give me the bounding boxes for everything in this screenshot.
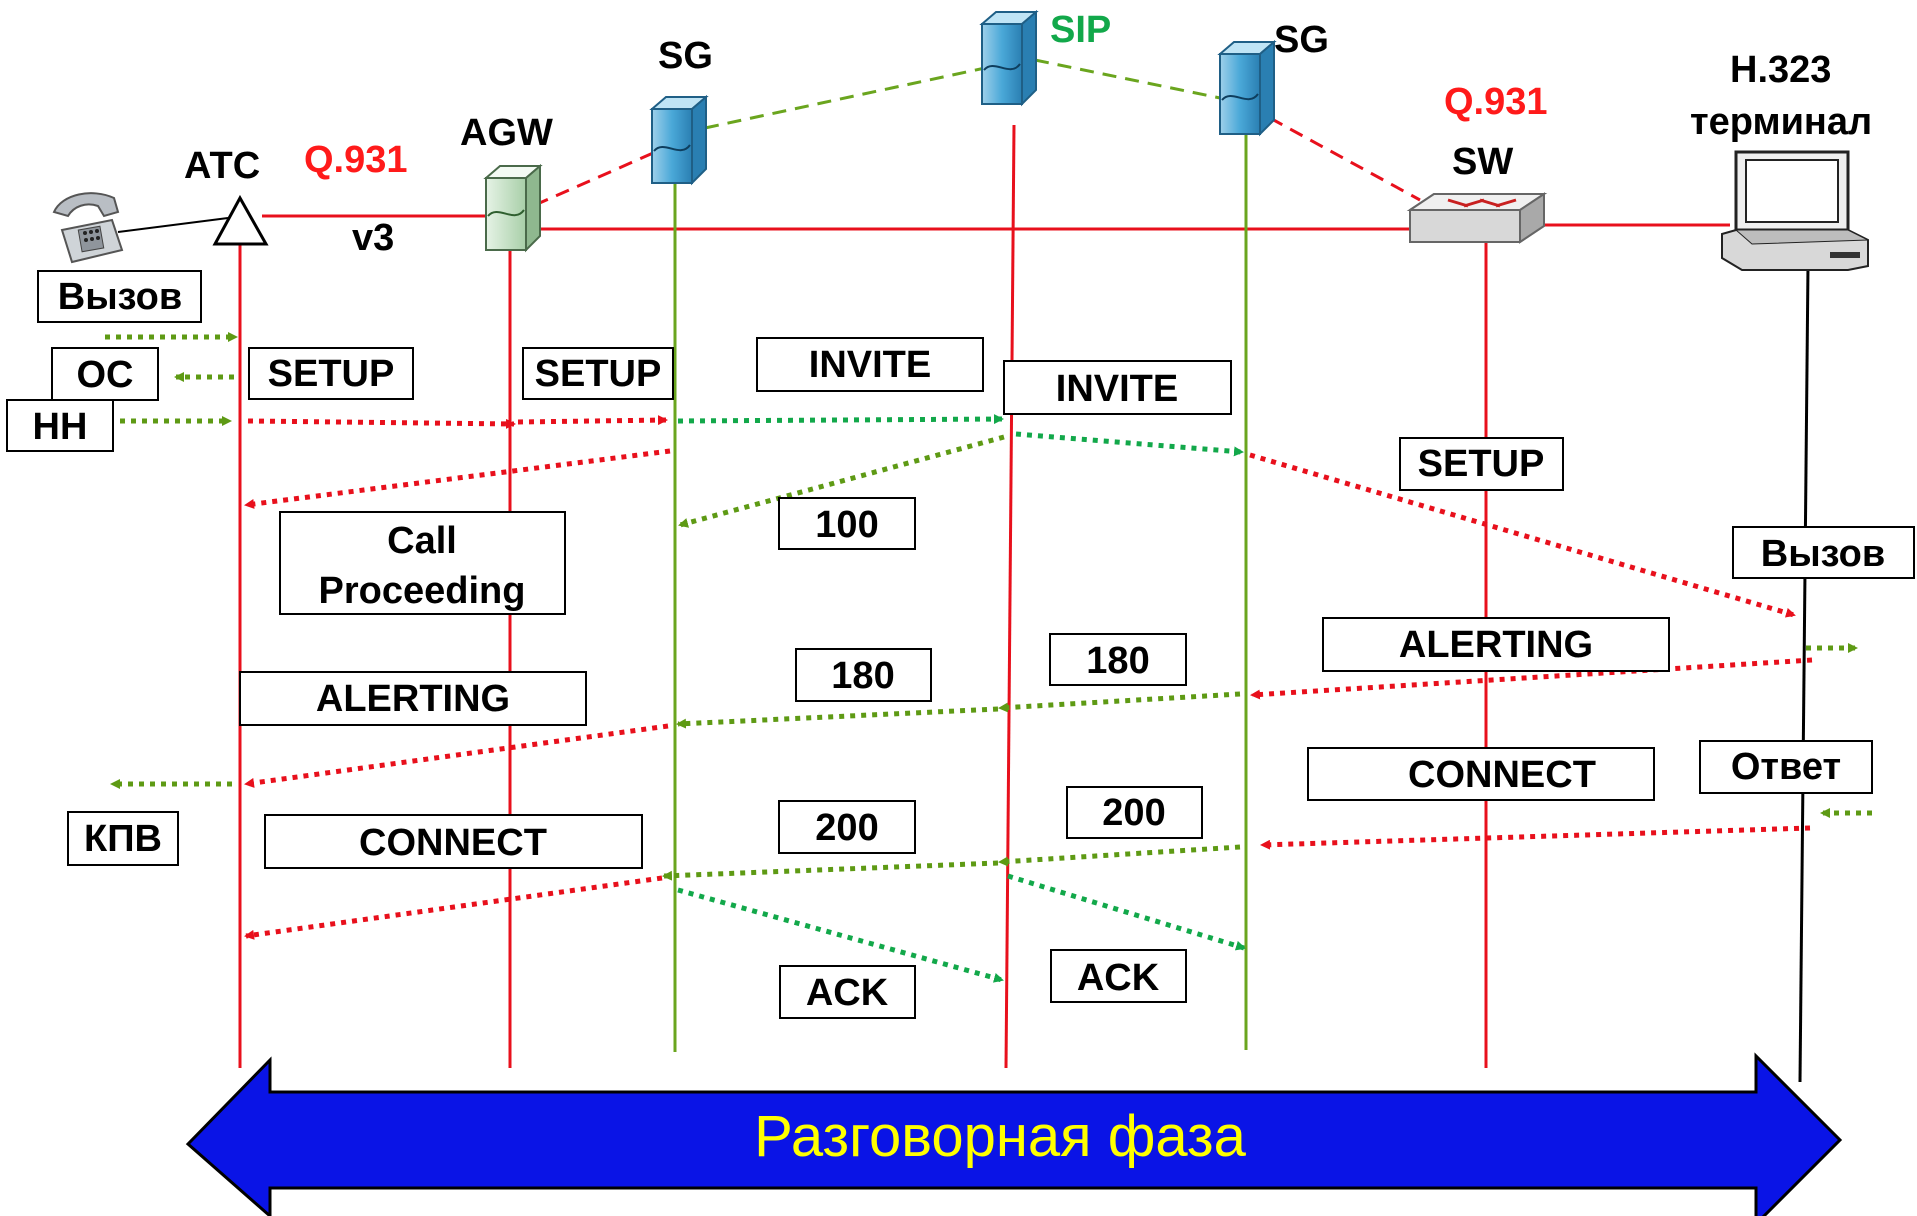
msg-oc: ОС: [77, 354, 134, 396]
arrow-connect-terminal-sg: [1260, 825, 1811, 850]
msg-kpv: КПВ: [84, 818, 162, 860]
box-ack-1: [779, 965, 916, 1019]
phase-label: Разговорная фаза: [754, 1104, 1246, 1169]
box-connect-sw: [1307, 747, 1655, 801]
box-180-a: [795, 648, 932, 702]
msg-answer: Ответ: [1731, 746, 1841, 788]
sip-server-icon: [979, 9, 1039, 107]
sg-sip-dashed: [704, 66, 986, 130]
arrow-180-sg-sip: [998, 691, 1241, 713]
box-alerting-sw: [1322, 617, 1670, 672]
sip-sg-dashed: [1034, 58, 1231, 102]
connection-lines: [117, 58, 1730, 233]
arrow-connect-sg-atc: [244, 875, 663, 940]
arrow-invite-sg-sip: [677, 414, 1004, 425]
msg-nn: НН: [33, 406, 88, 448]
node-atc-label: АТС: [184, 145, 260, 187]
arrow-call-proceeding: [244, 448, 671, 509]
msg-connect-sw: CONNECT: [1408, 754, 1596, 796]
phone-cord: [117, 217, 229, 233]
box-setup-agw: [522, 347, 674, 400]
box-kpv: [67, 811, 179, 866]
phase-double-arrow: [185, 1052, 1843, 1216]
msg-ack-1: ACK: [806, 972, 889, 1014]
msg-200-b: 200: [1102, 792, 1165, 834]
box-connect-atc: [264, 814, 643, 869]
msg-connect-atc: CONNECT: [359, 822, 547, 864]
msg-180-b: 180: [1086, 640, 1149, 682]
h323-terminal-icon: [1721, 150, 1869, 271]
message-arrows: [98, 332, 1872, 983]
arrow-180-sip-sg: [676, 706, 999, 729]
switch-icon: [1406, 192, 1548, 244]
message-labels: Вызов ОС НН SETUP SETUP INVITE INVITE SE…: [33, 276, 1886, 1014]
box-call-left: [37, 270, 202, 323]
box-setup-sw: [1399, 437, 1564, 491]
link-v3: v3: [352, 217, 394, 259]
box-setup-atc: [248, 347, 414, 400]
box-200-a: [778, 800, 916, 854]
signaling-gateway-icon-right: [1217, 39, 1277, 137]
node-sg-right-label: SG: [1274, 19, 1329, 61]
box-180-b: [1049, 633, 1187, 686]
box-answer: [1699, 740, 1873, 794]
node-sip-label: SIP: [1050, 9, 1111, 51]
msg-setup-atc: SETUP: [268, 353, 395, 395]
box-ack-2: [1050, 949, 1187, 1003]
lifelines: [238, 124, 1810, 1083]
node-h323-line1: H.323: [1730, 49, 1831, 91]
msg-200-a: 200: [815, 807, 878, 849]
node-sw-label: SW: [1452, 141, 1513, 183]
lifeline-terminal: [1798, 264, 1810, 1083]
lifeline-sip: [1004, 124, 1016, 1069]
box-invite-1: [756, 337, 984, 392]
signaling-gateway-icon: [649, 94, 709, 186]
box-alerting-atc: [239, 671, 587, 726]
msg-call-proceeding-1: Call: [387, 520, 457, 562]
msg-call-left: Вызов: [58, 276, 182, 318]
link-q931-left: Q.931: [304, 139, 408, 181]
box-nn: [6, 399, 114, 452]
box-invite-2: [1003, 360, 1232, 415]
msg-100: 100: [815, 504, 878, 546]
arrow-ack-sip-sg: [1007, 873, 1246, 951]
arrow-alerting-sg-atc: [244, 723, 669, 788]
access-gateway-icon: [483, 163, 543, 253]
msg-180-a: 180: [831, 655, 894, 697]
msg-alerting-sw: ALERTING: [1399, 624, 1593, 666]
box-200-b: [1066, 786, 1203, 839]
node-h323-line2: терминал: [1690, 101, 1872, 143]
msg-setup-agw: SETUP: [535, 353, 662, 395]
msg-invite-2: INVITE: [1056, 368, 1178, 410]
conversation-phase: Разговорная фаза: [185, 1052, 1843, 1216]
exchange-triangle-icon: [212, 194, 269, 246]
msg-call-right: Вызов: [1761, 533, 1885, 575]
msg-call-proceeding-2: Proceeding: [319, 570, 526, 612]
msg-invite-1: INVITE: [809, 344, 931, 386]
arrow-setup-agw-sg: [517, 415, 668, 426]
arrow-ack-sg-sip: [677, 887, 1004, 983]
telephone-icon: [52, 192, 124, 264]
box-100: [778, 497, 916, 550]
link-q931-right: Q.931: [1444, 81, 1548, 123]
arrow-setup-atc-agw: [247, 418, 516, 429]
box-call-right: [1732, 526, 1915, 579]
msg-setup-sw: SETUP: [1418, 443, 1545, 485]
box-call-proceeding: [279, 511, 566, 615]
box-oc: [51, 347, 159, 401]
node-sg-left-label: SG: [658, 35, 713, 77]
msg-alerting-atc: ALERTING: [316, 678, 510, 720]
agw-sg-dashed: [534, 148, 661, 207]
sg-sw-dashed: [1269, 116, 1421, 202]
arrow-200-sg-sip: [998, 844, 1241, 867]
arrow-invite-sip-sg: [1015, 431, 1244, 457]
message-boxes: [6, 270, 1915, 1019]
node-agw-label: AGW: [460, 112, 553, 154]
node-labels: АТС AGW SG SIP SG SW H.323 терминал Q.93…: [184, 9, 1872, 259]
msg-ack-2: ACK: [1077, 957, 1160, 999]
arrow-100: [678, 434, 1005, 528]
arrow-200-sip-sg: [662, 860, 999, 881]
